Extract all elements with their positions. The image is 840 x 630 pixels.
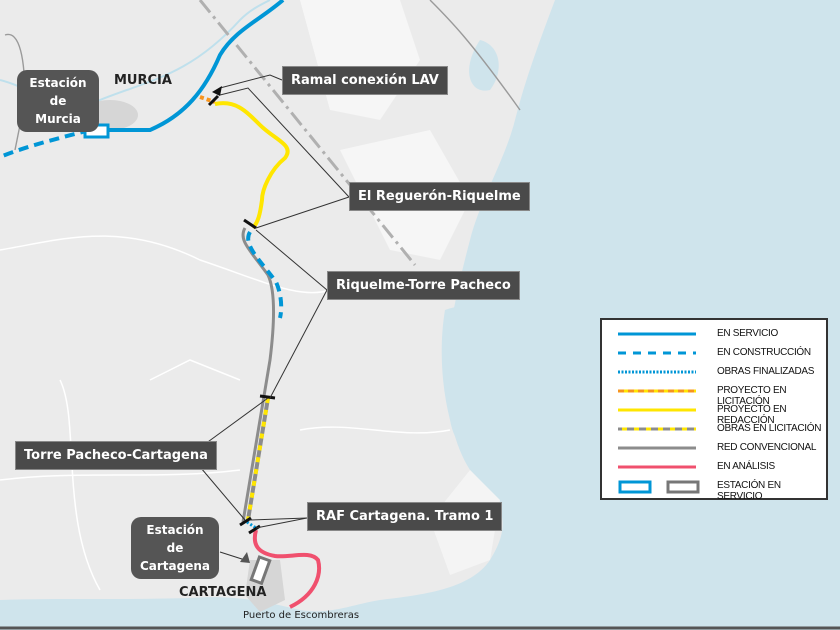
en-construccion-line [0,128,91,159]
label-el-regueron-riquelme: El Reguerón-Riquelme [349,182,530,211]
city-cartagena: CARTAGENA [179,585,267,600]
label-ramal-conexion-lav: Ramal conexión LAV [282,66,448,95]
bubble-estacion-cartagena: Estación de Cartagena [131,517,219,579]
pointer-arrow [212,86,222,96]
red-convencional-line [241,227,275,523]
en-servicio-line [105,0,285,132]
solid-red-line-icon [618,465,696,469]
legend-label: PROYECTO EN REDACCIÓN [717,404,787,426]
solid-yellow-line-icon [618,408,696,412]
solid-gray-line-icon [618,446,696,450]
dashed-blue-line-icon [618,351,696,355]
bubble-estacion-murcia: Estación de Murcia [17,70,99,132]
legend-label: PROYECTO EN LICITACIÓN [717,385,787,407]
pointer-arrow [240,552,250,563]
obras-finalizadas-line [246,520,257,530]
orange-yellow-dashed-line-icon [618,389,696,393]
legend-label: ESTACIÓN EN SERVICIO [717,480,781,502]
mar-menor-lagoon [441,306,507,463]
bubble-line: Estación de [29,76,87,108]
conventional-line-dashdot [198,0,417,266]
label-torre-pacheco-cartagena: Torre Pacheco-Cartagena [15,441,217,470]
legend-item: RED CONVENCIONAL [602,440,826,458]
bubble-line: Cartagena [139,559,211,573]
station-boxes-icon [618,480,700,494]
bubble-line: Murcia [35,112,81,126]
legend-item: EN SERVICIO [602,326,826,344]
cartagena-station [249,555,272,586]
dotted-blue-line-icon [618,370,696,374]
legend-item: PROYECTO EN REDACCIÓN [602,402,826,426]
bubble-line: Estación de [146,523,204,555]
legend-label: EN SERVICIO [717,328,778,339]
label-riquelme-torre-pacheco: Riquelme-Torre Pacheco [327,271,520,300]
legend-item: ESTACIÓN EN SERVICIO [602,478,826,502]
legend-item: EN ANÁLISIS [602,459,826,477]
legend-label: OBRAS EN LICITACIÓN [717,423,822,434]
legend-label: EN CONSTRUCCIÓN [717,347,811,358]
legend-label: EN ANÁLISIS [717,461,775,472]
legend-label: OBRAS FINALIZADAS [717,366,815,377]
gray-yellow-dashed-line-icon [618,427,696,431]
solid-blue-line-icon [618,332,696,336]
label-raf-cartagena-tramo-1: RAF Cartagena. Tramo 1 [307,502,503,531]
proyecto-redaccion-line [214,101,290,230]
city-murcia: MURCIA [114,73,172,88]
legend: EN SERVICIO EN CONSTRUCCIÓN OBRAS FINALI… [600,318,828,502]
legend-item: OBRAS EN LICITACIÓN [602,421,826,439]
en-analisis-line [252,529,321,609]
obras-licitacion-line-dash [246,397,270,521]
legend-label: RED CONVENCIONAL [717,442,817,453]
place-puerto-escombreras: Puerto de Escombreras [243,610,360,621]
proyecto-licitacion-line [199,95,216,104]
legend-item: OBRAS FINALIZADAS [602,364,826,382]
legend-item: EN CONSTRUCCIÓN [602,345,826,363]
legend-item: PROYECTO EN LICITACIÓN [602,383,826,407]
